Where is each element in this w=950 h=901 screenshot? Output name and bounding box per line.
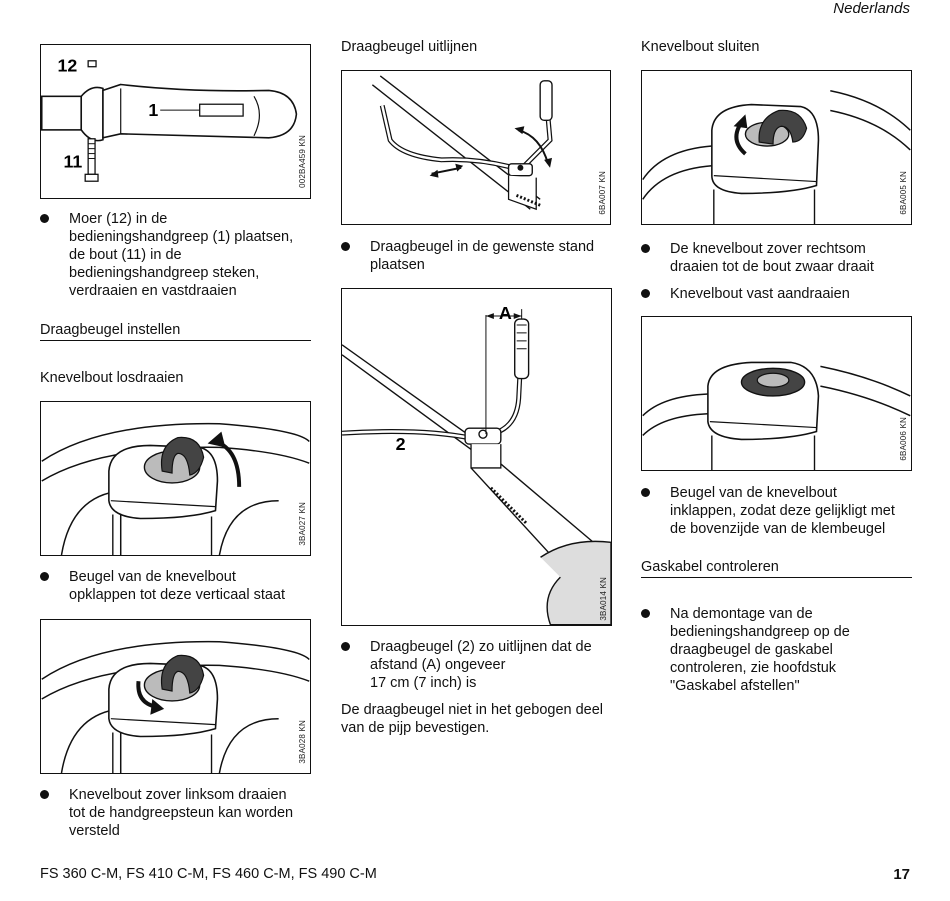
bullet-dot — [341, 642, 350, 651]
text-line: draaien tot de bout zwaar draait — [670, 259, 874, 275]
bullet-dot — [40, 214, 49, 223]
figure-code: 3BA028 KN — [298, 720, 307, 764]
label-nut: 12 — [58, 56, 78, 76]
bullet-mount-handle: Moer (12) in de bedieningshandgreep (1) … — [40, 210, 349, 300]
text-line: Draagbeugel (2) zo uitlijnen dat de — [370, 639, 592, 655]
bullet-dot — [641, 488, 650, 497]
wingbolt-folded-illustration — [642, 361, 911, 470]
figure-bar-distance: A 2 3BA014 KN — [341, 288, 612, 626]
bullet-turn-right: De knevelbout zover rechtsom draaien tot… — [641, 240, 950, 276]
text-line: Beugel van de knevelbout — [670, 485, 837, 501]
bullet-dot — [641, 609, 650, 618]
label-bar: 2 — [396, 434, 406, 454]
section-title-adjust-bar: Draagbeugel instellen — [40, 322, 311, 341]
text-line: draagbeugel de gaskabel — [670, 642, 833, 658]
language-label: Nederlands — [833, 0, 910, 17]
text-line: De draagbeugel niet in het gebogen deel — [341, 702, 604, 718]
wingbolt-turn-left-illustration — [41, 640, 310, 773]
bullet-dot — [641, 244, 650, 253]
figure-wingbolt-folded: 6BA006 KN — [641, 316, 912, 471]
bullet-dot — [40, 572, 49, 581]
section-title-close-bolt: Knevelbout sluiten — [641, 39, 760, 55]
text-line: bedieningshandgreep (1) plaatsen, — [69, 229, 294, 245]
text-line: de bout (11) in de — [69, 247, 182, 263]
figure-code: 3BA027 KN — [298, 502, 307, 546]
footer-models: FS 360 C-M, FS 410 C-M, FS 460 C-M, FS 4… — [40, 866, 377, 882]
label-handle: 1 — [148, 100, 158, 120]
text-line: De knevelbout zover rechtsom — [670, 241, 866, 257]
figure-code: 002BA459 KN — [298, 135, 307, 188]
figure-code: 6BA005 KN — [899, 171, 908, 215]
figure-code: 6BA007 KN — [598, 171, 607, 215]
figure-bar-align: 6BA007 KN — [341, 70, 611, 225]
wingbolt-open-illustration — [41, 422, 310, 555]
text-line: de bovenzijde van de klembeugel — [670, 521, 886, 537]
figure-handle-assembly: 12 1 11 002BA459 KN — [40, 44, 311, 199]
bullet-position-bar: Draagbeugel in de gewenste stand plaatse… — [341, 238, 650, 274]
section-title-align-bar: Draagbeugel uitlijnen — [341, 39, 478, 55]
text-line: opklappen tot deze verticaal staat — [69, 587, 286, 603]
text-line: bedieningshandgreep steken, — [69, 265, 260, 281]
text-line: verdraaien en vastdraaien — [69, 283, 237, 299]
note-paragraph: De draagbeugel niet in het gebogen deel … — [341, 701, 621, 737]
subsection-title-loosen: Knevelbout losdraaien — [40, 370, 184, 386]
figure-wingbolt-turn-left: 3BA028 KN — [40, 619, 311, 774]
text-line: Na demontage van de — [670, 606, 813, 622]
text-line: Knevelbout vast aandraaien — [670, 286, 850, 302]
text-line: plaatsen — [370, 257, 425, 273]
text-line: "Gaskabel afstellen" — [670, 678, 800, 694]
text-line: tot de handgreepsteun kan worden — [69, 805, 294, 821]
figure-code: 6BA006 KN — [899, 417, 908, 461]
text-line: inklappen, zodat deze gelijkligt met — [670, 503, 895, 519]
text-line: Moer (12) in de — [69, 211, 168, 227]
text-line: versteld — [69, 823, 120, 839]
text-line: Beugel van de knevelbout — [69, 569, 236, 585]
bullet-dot — [341, 242, 350, 251]
wingbolt-turn-right-illustration — [642, 90, 911, 224]
bullet-align-distance: Draagbeugel (2) zo uitlijnen dat de afst… — [341, 638, 650, 692]
section-title-throttle-cable: Gaskabel controleren — [641, 559, 912, 578]
bar-distance-illustration: A 2 — [342, 303, 611, 625]
figure-code: 3BA014 KN — [599, 577, 608, 621]
page-number: 17 — [893, 866, 910, 883]
text-line: van de pijp bevestigen. — [341, 720, 490, 736]
figure-wingbolt-open: 3BA027 KN — [40, 401, 311, 556]
handle-illustration: 12 1 11 — [41, 56, 298, 182]
bullet-check-cable: Na demontage van de bedieningshandgreep … — [641, 605, 950, 695]
bar-align-illustration — [371, 75, 553, 211]
label-distance: A — [499, 303, 512, 323]
text-line: afstand (A) ongeveer — [370, 657, 506, 673]
text-line: bedieningshandgreep op de — [670, 624, 850, 640]
bullet-fold-up: Beugel van de knevelbout opklappen tot d… — [40, 568, 349, 604]
bullet-dot — [40, 790, 49, 799]
bullet-dot — [641, 289, 650, 298]
text-line: Draagbeugel in de gewenste stand — [370, 239, 595, 255]
figure-wingbolt-turn-right: 6BA005 KN — [641, 70, 912, 225]
bullet-turn-left: Knevelbout zover linksom draaien tot de … — [40, 786, 349, 840]
text-line: 17 cm (7 inch) is — [370, 675, 477, 691]
text-line: controleren, zie hoofdstuk — [670, 660, 837, 676]
text-line: Knevelbout zover linksom draaien — [69, 787, 287, 803]
bullet-tighten: Knevelbout vast aandraaien — [641, 285, 950, 303]
bullet-fold-down: Beugel van de knevelbout inklappen, zoda… — [641, 484, 950, 538]
label-bolt: 11 — [63, 151, 82, 171]
